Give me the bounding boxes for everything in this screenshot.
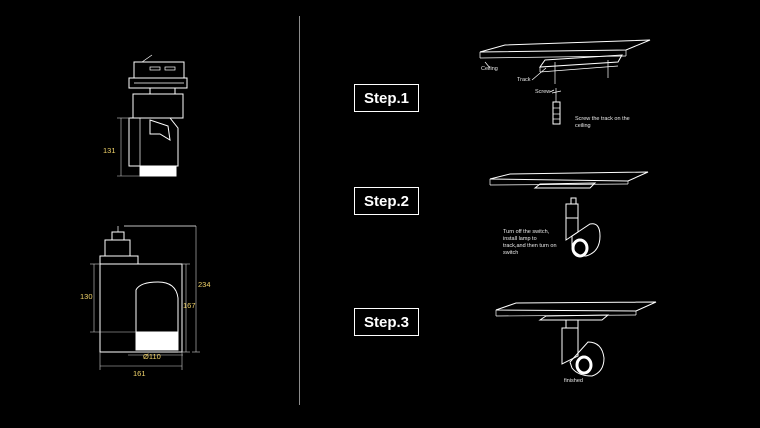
- step3-label: Step.3: [354, 308, 419, 336]
- dimension-130: 130: [80, 292, 93, 301]
- screw-label: Screw: [535, 89, 551, 95]
- dimension-167: 167: [183, 301, 196, 310]
- track-label: Track: [517, 77, 531, 83]
- step3-illustration: [495, 301, 657, 377]
- dimension-131: 131: [103, 146, 116, 155]
- front-view-drawing: [90, 225, 200, 370]
- step2-illustration: [489, 171, 649, 258]
- side-view-drawing: [117, 54, 188, 177]
- step3-note: finished: [564, 378, 583, 384]
- step1-illustration: [479, 39, 651, 125]
- ceiling-label: Ceiling: [481, 66, 498, 72]
- step1-note: Screw the track on the ceiling: [575, 116, 630, 129]
- dimension-161: 161: [133, 369, 146, 378]
- dimension-234: 234: [198, 280, 211, 289]
- step2-label: Step.2: [354, 187, 419, 215]
- step2-note: Turn off the switch, install lamp to tra…: [503, 229, 557, 256]
- dimension-diameter-110: Ø110: [143, 352, 161, 361]
- vertical-divider: [299, 16, 300, 405]
- step1-label: Step.1: [354, 84, 419, 112]
